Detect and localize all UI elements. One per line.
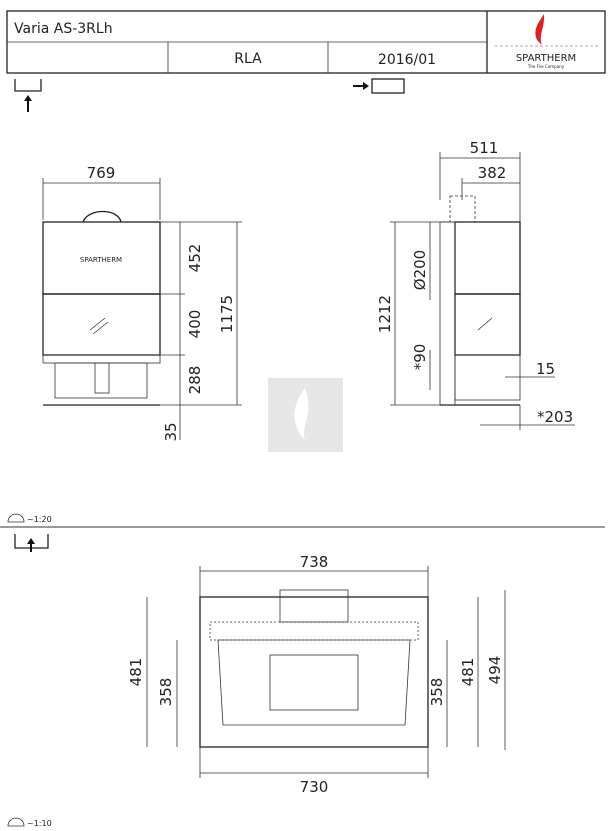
svg-text:452: 452 [186, 244, 204, 273]
plan-view: 738 730 481 358 358 481 494 [127, 553, 506, 796]
model-name: Varia AS-3RLh [14, 21, 113, 37]
view-symbol-front [14, 79, 42, 112]
svg-text:15: 15 [536, 360, 555, 378]
svg-text:The Fire Company: The Fire Company [527, 64, 565, 69]
watermark [268, 378, 343, 452]
svg-text:Ø200: Ø200 [411, 250, 429, 290]
drawing-code: RLA [234, 51, 262, 67]
scale-indicator-bottom: ~1:10 [7, 817, 52, 828]
svg-text:358: 358 [428, 678, 446, 707]
front-view: SPARTHERM 769 452 400 288 1175 35 [42, 164, 242, 442]
svg-text:400: 400 [186, 310, 204, 339]
svg-text:1212: 1212 [376, 295, 394, 333]
flame-icon [535, 14, 545, 45]
svg-text:~1:10: ~1:10 [27, 819, 52, 828]
spartherm-logo: SPARTHERM The Fire Company [495, 14, 600, 69]
protractor-icon [7, 817, 25, 827]
svg-text:481: 481 [127, 658, 145, 687]
svg-text:494: 494 [486, 656, 504, 685]
svg-text:SPARTHERM: SPARTHERM [516, 53, 576, 64]
svg-text:730: 730 [300, 778, 329, 796]
svg-text:511: 511 [470, 139, 499, 157]
view-symbol-side [353, 78, 405, 94]
svg-text:*203: *203 [537, 408, 573, 426]
svg-text:35: 35 [162, 422, 180, 441]
svg-text:358: 358 [157, 678, 175, 707]
svg-text:*90: *90 [411, 344, 429, 371]
svg-text:SPARTHERM: SPARTHERM [80, 256, 122, 264]
protractor-icon [7, 513, 25, 523]
svg-text:~1:20: ~1:20 [27, 515, 52, 524]
svg-text:738: 738 [300, 553, 329, 571]
side-view: 511 382 1212 Ø200 *90 15 *203 [376, 139, 575, 430]
svg-text:481: 481 [459, 658, 477, 687]
title-block: Varia AS-3RLh RLA 2016/01 SPARTHERM The … [6, 10, 606, 74]
svg-text:769: 769 [87, 164, 116, 182]
view-symbol-plan [14, 534, 49, 552]
svg-text:382: 382 [478, 164, 507, 182]
svg-text:288: 288 [186, 366, 204, 395]
drawing-date: 2016/01 [378, 52, 436, 68]
scale-indicator-top: ~1:20 [7, 513, 52, 524]
svg-text:1175: 1175 [218, 295, 236, 333]
